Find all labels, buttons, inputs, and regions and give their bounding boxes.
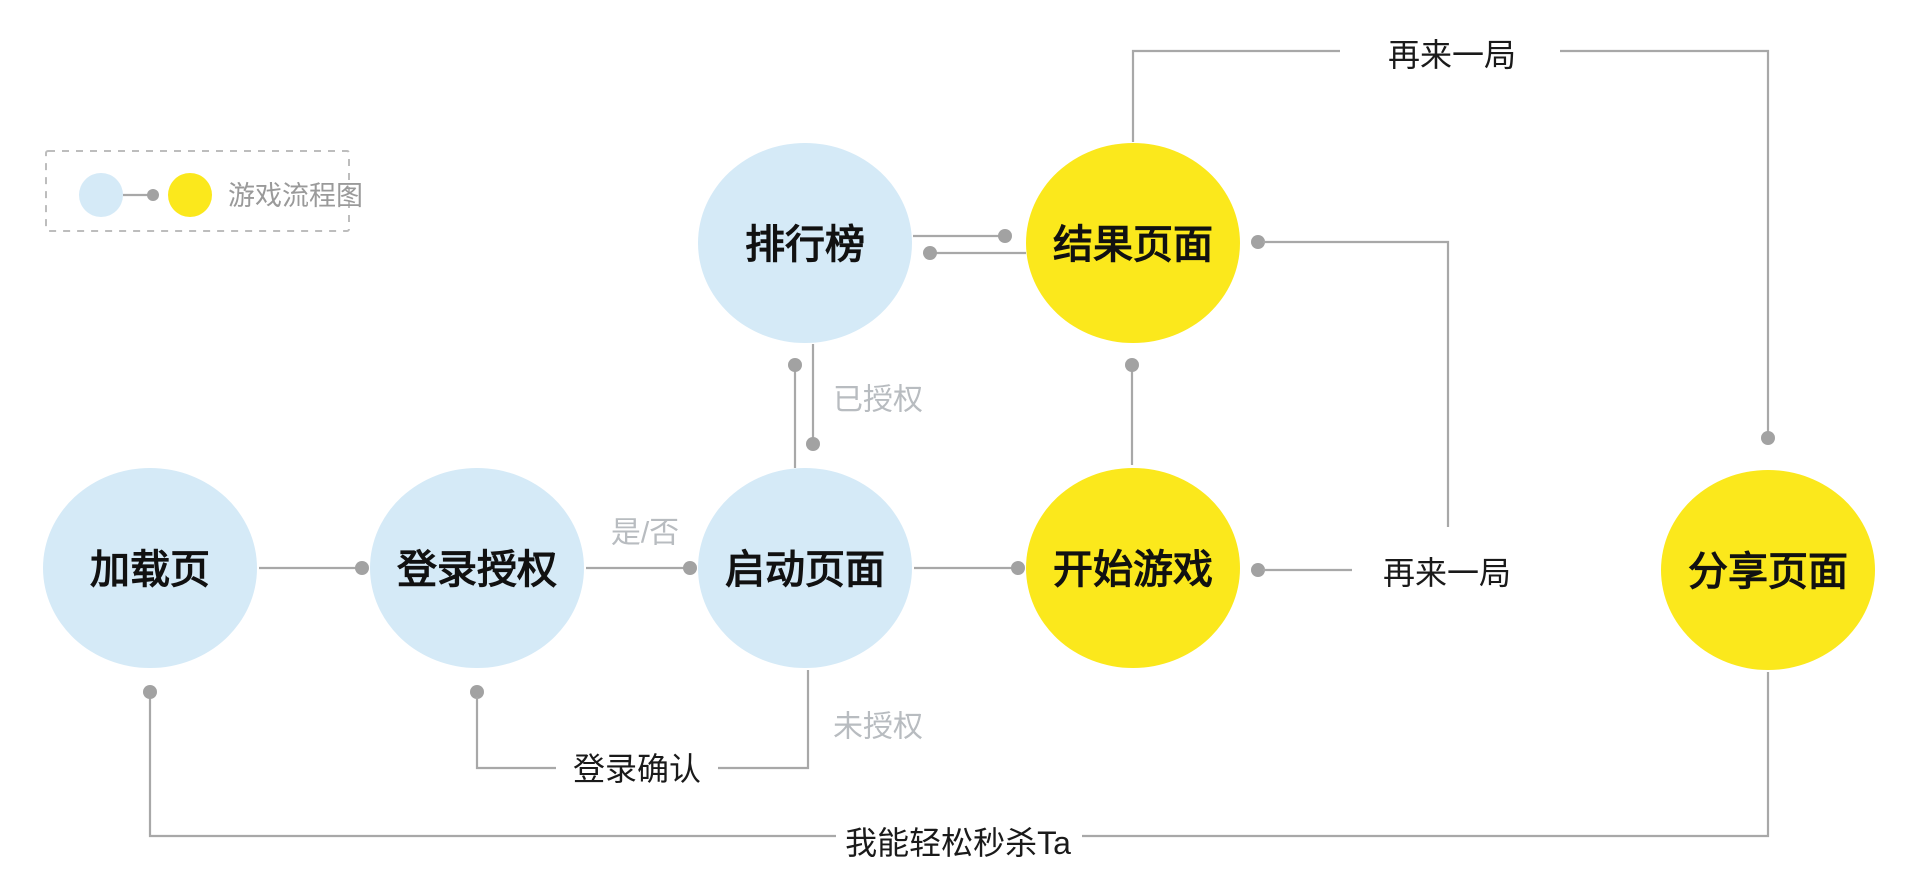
edge-result-right-down [1263,240,1450,527]
edge-dot-playgame-right [1251,563,1265,577]
node-rank-label: 排行榜 [745,223,865,267]
edge-result-top-right-leg [1560,49,1770,433]
node-share[interactable]: 分享页面 [1661,470,1875,670]
edge-dot-playgame-result [1125,358,1139,372]
node-share-shape[interactable] [1661,470,1875,670]
legend: 游戏流程图 [45,150,363,232]
edge-label-yes-no: 是/否 [611,517,679,550]
edge-label-kill-ta: 我能轻松秒杀Ta [845,825,1071,861]
edge-login-confirm-right-leg [718,670,810,770]
edge-label-login-confirm: 登录确认 [573,751,701,787]
node-rank[interactable]: 排行榜 [698,143,912,343]
connectors [143,49,1775,838]
legend-dashed-border [45,150,350,232]
node-result-shape[interactable] [1026,143,1240,343]
node-start[interactable]: 启动页面 [698,468,912,668]
edge-label-replay-top: 再来一局 [1388,37,1516,73]
node-start-label: 启动页面 [725,548,885,592]
edge-label-unauthorized: 未授权 [833,711,923,744]
edge-labels: 再来一局 已授权 是/否 再来一局 未授权 登录确认 我能轻松秒杀Ta [573,37,1516,861]
edge-dot-result-right [1251,235,1265,249]
edge-dot-rank-down [806,437,820,451]
edge-dot-loading-bottom [143,685,157,699]
edge-share-to-loading-left-leg [148,697,836,838]
edge-label-authorized: 已授权 [833,384,923,417]
blue-node-swatch [79,173,123,217]
node-loading-label: 加载页 [90,548,210,592]
node-playgame-label: 开始游戏 [1053,548,1213,592]
yellow-node-swatch [168,173,212,217]
node-login-label: 登录授权 [396,548,557,592]
node-loading[interactable]: 加载页 [43,468,257,668]
edge-dot-share-top [1761,431,1775,445]
legend-title: 游戏流程图 [228,181,363,211]
edge-dot-login-start [683,561,697,575]
node-login-shape[interactable] [370,468,584,668]
edge-label-replay-right: 再来一局 [1383,555,1511,591]
legend-connector-dot [147,189,159,201]
edge-dot-start-playgame [1011,561,1025,575]
node-playgame-shape[interactable] [1026,468,1240,668]
edge-result-top-left-leg [1131,49,1340,142]
edge-login-confirm-left-leg [475,697,556,770]
node-playgame[interactable]: 开始游戏 [1026,468,1240,668]
node-loading-shape[interactable] [43,468,257,668]
node-login[interactable]: 登录授权 [370,468,584,668]
node-start-shape[interactable] [698,468,912,668]
edge-dot-login-bottom [470,685,484,699]
edge-dot-rank-result-lower [923,246,937,260]
edge-dot-rank-result-upper [998,229,1012,243]
node-rank-shape[interactable] [698,143,912,343]
edge-dot-loading-login [355,561,369,575]
node-result-label: 结果页面 [1053,223,1213,267]
nodes: 加载页 登录授权 启动页面 排行榜 开始游戏 结果页面 [43,143,1875,670]
node-share-label: 分享页面 [1688,550,1848,594]
edge-dot-start-up [788,358,802,372]
edge-share-to-loading-right-leg [1082,672,1770,838]
node-result[interactable]: 结果页面 [1026,143,1240,343]
